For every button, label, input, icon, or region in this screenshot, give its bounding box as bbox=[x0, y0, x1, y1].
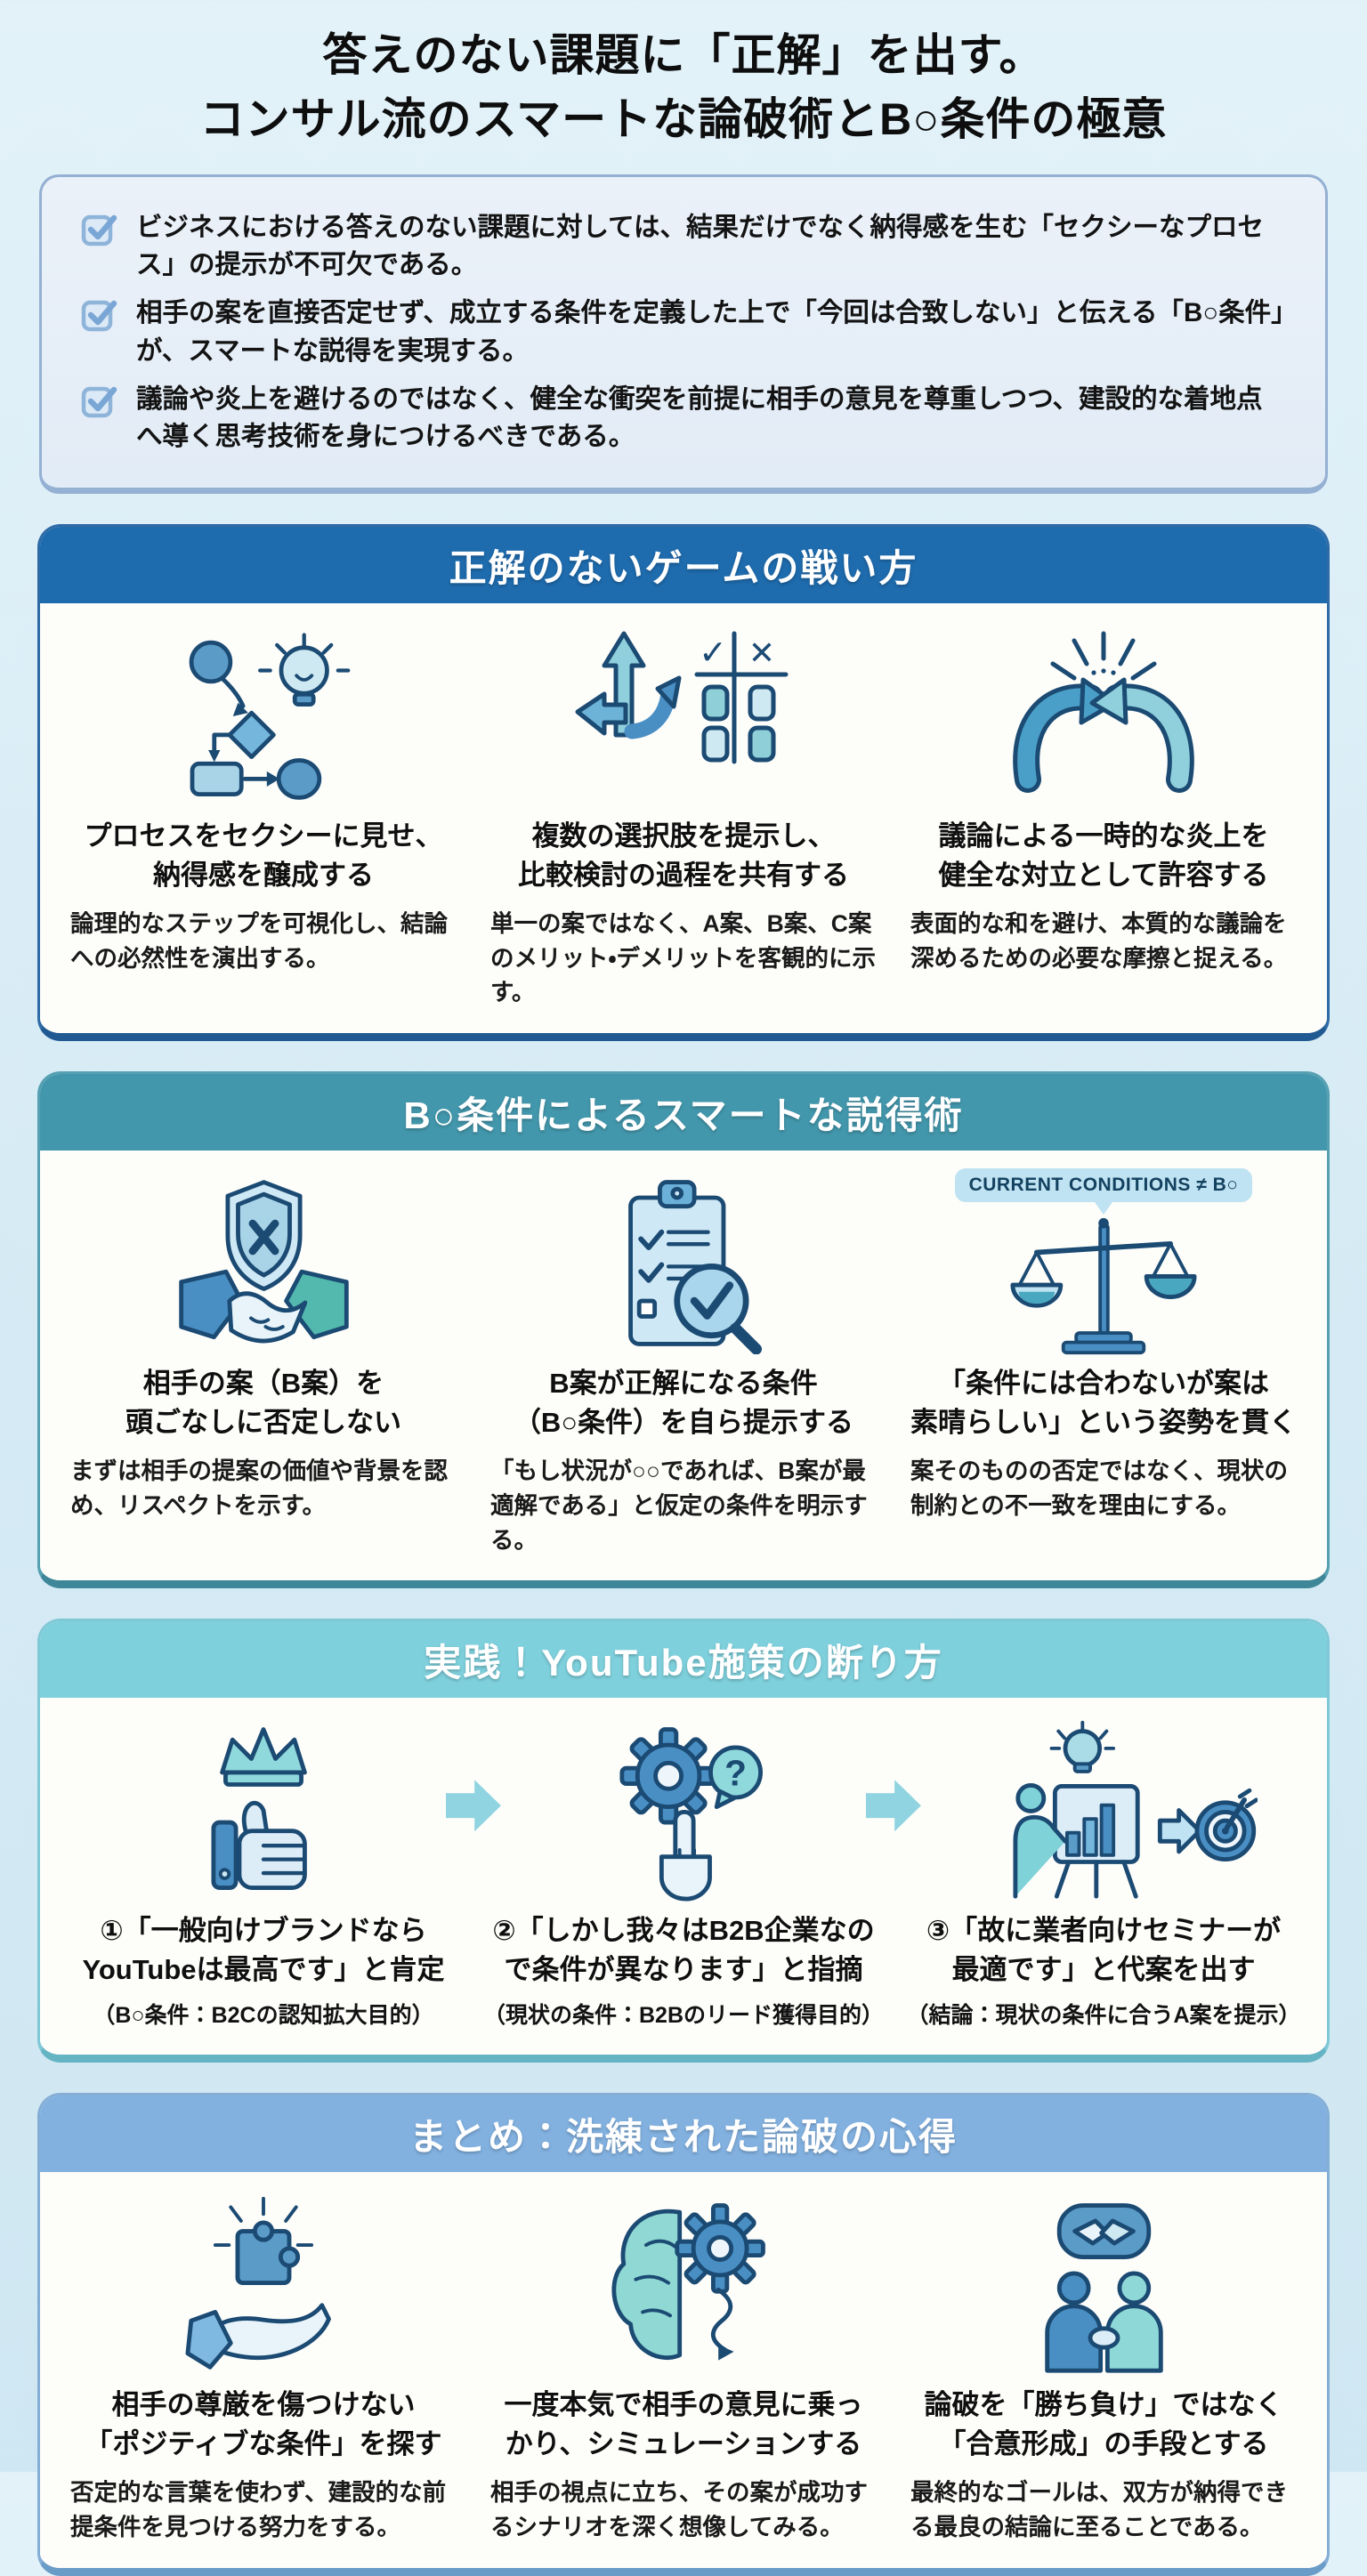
page-title-line2: コンサル流のスマートな論破術とB○条件の極意 bbox=[199, 94, 1168, 144]
column: 相手の尊厳を傷つけない 「ポジティブな条件」を探す 否定的な言葉を使わず、建設的… bbox=[58, 2190, 469, 2544]
column: 議論による一時的な炎上を 健全な対立として許容する 表面的な和を避け、本質的な議… bbox=[898, 621, 1309, 1010]
summary-text: ビジネスにおける答えのない課題に対しては、結果だけでなく納得感を生む「セクシーな… bbox=[136, 213, 1265, 280]
column-note: （結論：現状の条件に合うA案を提示） bbox=[906, 2003, 1301, 2029]
conditions-bubble-text: CURRENT CONDITIONS ≠ B○ bbox=[954, 1168, 1253, 1203]
column-desc: 表面的な和を避け、本質的な議論を深めるための必要な摩擦と捉える。 bbox=[910, 910, 1288, 972]
column-title: 議論による一時的な炎上を 健全な対立として許容する bbox=[938, 820, 1269, 892]
column-title: ②「しかし我々はB2B企業なの で条件が異なります」と指摘 bbox=[492, 1915, 875, 1986]
conditions-bubble: CURRENT CONDITIONS ≠ B○ bbox=[954, 1168, 1253, 1215]
column: ✓ ✕ 複数の選択肢を提示し、 比較検討の過程を共有する 単一の案ではなく、A案… bbox=[478, 621, 889, 1010]
puzzle-hand-icon bbox=[174, 2190, 352, 2378]
svg-text:✓: ✓ bbox=[699, 634, 727, 672]
section-card-bo-conditions: B○条件によるスマートな説得術 相手の案（B案）を bbox=[37, 1071, 1330, 1589]
column-title: プロセスをセクシーに見せ、 納得感を醸成する bbox=[84, 820, 443, 892]
summary-box: ビジネスにおける答えのない課題に対しては、結果だけでなく納得感を生む「セクシーな… bbox=[39, 174, 1328, 495]
column-desc: 論理的なステップを可視化し、結論への必然性を演出する。 bbox=[70, 910, 448, 972]
checklist-magnifier-icon bbox=[588, 1168, 780, 1357]
column-title: B案が正解になる条件 （B○条件）を自ら提示する bbox=[513, 1368, 854, 1439]
section-header: B○条件によるスマートな説得術 bbox=[40, 1074, 1327, 1151]
process-flow-icon bbox=[170, 621, 357, 810]
column: 論破を「勝ち負け」ではなく 「合意形成」の手段とする 最終的なゴールは、双方が納… bbox=[898, 2190, 1309, 2544]
column: ①「一般向けブランドなら YouTubeは最高です」と肯定 （B○条件：B2Cの… bbox=[58, 1716, 469, 2031]
consensus-handshake-icon bbox=[1008, 2190, 1200, 2378]
column-title: 相手の尊厳を傷つけない 「ポジティブな条件」を探す bbox=[85, 2389, 442, 2460]
summary-item: 議論や炎上を避けるのではなく、健全な衝突を前提に相手の意見を尊重しつつ、建設的な… bbox=[79, 381, 1288, 456]
column-title: 相手の案（B案）を 頭ごなしに否定しない bbox=[125, 1368, 401, 1439]
section-card-youtube-practice: 実践！YouTube施策の断り方 ①「一般向 bbox=[37, 1619, 1330, 2063]
summary-item: ビジネスにおける答えのない課題に対しては、結果だけでなく納得感を生む「セクシーな… bbox=[79, 209, 1288, 284]
options-comparison-icon: ✓ ✕ bbox=[572, 621, 795, 810]
column-desc: まずは相手の提案の価値や背景を認め、リスペクトを示す。 bbox=[70, 1458, 448, 1519]
shield-handshake-icon bbox=[168, 1168, 360, 1357]
summary-text: 相手の案を直接否定せず、成立する条件を定義した上で「今回は合致しない」と伝える「… bbox=[136, 298, 1284, 366]
clash-arrows-icon bbox=[1001, 621, 1206, 810]
section-card-summary: まとめ：洗練された論破の心得 相手の尊厳を傷つけない 「ポジティブな条件」 bbox=[37, 2093, 1330, 2576]
column: ③「故に業者向けセミナーが 最適です」と代案を出す （結論：現状の条件に合うA案… bbox=[898, 1716, 1309, 2031]
column-note: （B○条件：B2Cの認知拡大目的） bbox=[93, 2003, 434, 2029]
column: 相手の案（B案）を 頭ごなしに否定しない まずは相手の提案の価値や背景を認め、リ… bbox=[58, 1168, 469, 1557]
column-title: 一度本気で相手の意見に乗っ かり、シミュレーションする bbox=[504, 2389, 863, 2460]
column: プロセスをセクシーに見せ、 納得感を醸成する 論理的なステップを可視化し、結論へ… bbox=[58, 621, 469, 1010]
section-header: まとめ：洗練された論破の心得 bbox=[40, 2096, 1327, 2173]
column-note: （現状の条件：B2Bのリード獲得目的） bbox=[482, 2003, 884, 2029]
column-desc: 相手の視点に立ち、その案が成功するシナリオを深く想像してみる。 bbox=[490, 2479, 868, 2540]
checkbox-icon bbox=[79, 381, 118, 456]
checkbox-icon bbox=[79, 295, 118, 369]
present-to-target-icon bbox=[950, 1716, 1258, 1904]
column-title: 「条件には合わないが案は 素晴らしい」という姿勢を貫く bbox=[910, 1368, 1297, 1439]
column-title: 複数の選択肢を提示し、 比較検討の過程を共有する bbox=[518, 820, 849, 892]
section-header: 実践！YouTube施策の断り方 bbox=[40, 1621, 1327, 1699]
column-title: 論破を「勝ち負け」ではなく 「合意形成」の手段とする bbox=[924, 2389, 1283, 2460]
column: 一度本気で相手の意見に乗っ かり、シミュレーションする 相手の視点に立ち、その案… bbox=[478, 2190, 889, 2544]
column-desc: 最終的なゴールは、双方が納得できる最良の結論に至ることである。 bbox=[910, 2479, 1288, 2540]
svg-text:?: ? bbox=[724, 1752, 747, 1793]
column: CURRENT CONDITIONS ≠ B○ bbox=[898, 1168, 1309, 1557]
gear-question-icon: ? bbox=[588, 1716, 780, 1904]
section-card-game-strategy: 正解のないゲームの戦い方 bbox=[37, 524, 1330, 1042]
column-desc: 「もし状況が○○であれば、B案が最適解である」と仮定の条件を明示する。 bbox=[490, 1458, 868, 1554]
page-title-line1: 答えのない課題に「正解」を出す。 bbox=[322, 30, 1045, 80]
bubble-tail bbox=[1095, 1202, 1112, 1215]
section-header: 正解のないゲームの戦い方 bbox=[40, 527, 1327, 604]
column-title: ③「故に業者向けセミナーが 最適です」と代案を出す bbox=[926, 1915, 1282, 1986]
balance-scale-icon: CURRENT CONDITIONS ≠ B○ bbox=[954, 1168, 1253, 1357]
column: ? ②「しかし我々はB2B企業なの で条件が異なります」と指摘 （現状の条件：B… bbox=[478, 1716, 889, 2031]
column: B案が正解になる条件 （B○条件）を自ら提示する 「もし状況が○○であれば、B案… bbox=[478, 1168, 889, 1557]
column-desc: 否定的な言葉を使わず、建設的な前提条件を見つける努力をする。 bbox=[70, 2479, 447, 2540]
checkbox-icon bbox=[79, 209, 118, 284]
summary-text: 議論や炎上を避けるのではなく、健全な衝突を前提に相手の意見を尊重しつつ、建設的な… bbox=[136, 384, 1263, 451]
brain-gear-icon bbox=[588, 2190, 780, 2378]
column-desc: 単一の案ではなく、A案、B案、C案のメリット・デメリットを客観的に示す。 bbox=[490, 910, 877, 1006]
thumbs-up-crown-icon bbox=[174, 1716, 352, 1904]
summary-item: 相手の案を直接否定せず、成立する条件を定義した上で「今回は合致しない」と伝える「… bbox=[79, 295, 1288, 369]
svg-text:✕: ✕ bbox=[748, 634, 775, 671]
column-desc: 案そのものの否定ではなく、現状の制約との不一致を理由にする。 bbox=[910, 1458, 1288, 1519]
page-title: 答えのない課題に「正解」を出す。 コンサル流のスマートな論破術とB○条件の極意 bbox=[0, 23, 1367, 151]
column-title: ①「一般向けブランドなら YouTubeは最高です」と肯定 bbox=[82, 1915, 445, 1986]
